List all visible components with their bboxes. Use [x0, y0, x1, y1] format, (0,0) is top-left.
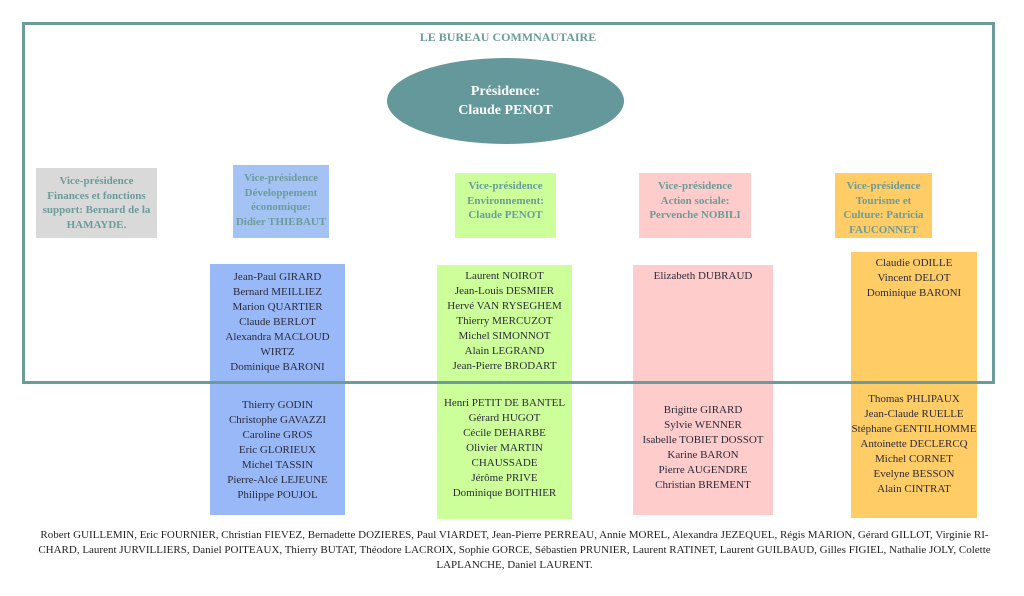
member-name: Alain CINTRAT — [877, 483, 951, 495]
member-name: Dominique BARONI — [866, 287, 962, 299]
member-name: Michel TASSIN — [241, 459, 314, 471]
member-name: Alain LEGRAND — [464, 345, 545, 357]
member-name: Brigitte GIRARD — [663, 404, 743, 416]
member-name: Thierry GODIN — [241, 399, 314, 411]
member-name: Michel CORNET — [875, 453, 953, 465]
member-name: Alexandra MACLOUD — [225, 331, 330, 343]
members-environnement-column: Laurent NOIROT Jean-Louis DESMIER Hervé VA… — [437, 265, 572, 519]
vp-text-line: FAUCONNET — [849, 223, 918, 236]
member-name: Claudie ODILLE — [875, 257, 953, 269]
vp-text-line: Didier THIEBAUT — [235, 215, 327, 228]
member-name: Jean-Louis DESMIER — [454, 285, 555, 297]
member-name: Christian BREMENT — [655, 479, 751, 491]
vp-text-line: Claude PENOT — [468, 209, 543, 221]
member-name: Jean-Pierre BRODART — [452, 360, 557, 372]
vp-text-line: HAMAYDE. — [66, 218, 127, 231]
member-name: Sylvie WENNER — [664, 419, 742, 431]
vp-text-line: Développement — [244, 186, 318, 199]
member-name: Marion QUARTIER — [232, 301, 323, 313]
member-name: Jean-Claude RUELLE — [864, 408, 964, 420]
member-name: Thomas PHLIPAUX — [868, 393, 960, 405]
member-name: Dominique BARONI — [230, 361, 325, 373]
vp-text-line: Pervenche NOBILI — [649, 209, 741, 221]
member-name: Isabelle TOBIET DOSSOT — [642, 434, 764, 446]
members-group-inside: Laurent NOIROT Jean-Louis DESMIER Hervé VA… — [437, 269, 572, 374]
member-name: Laurent NOIROT — [465, 270, 544, 282]
other-members-list: Robert GUILLEMIN, Eric FOURNIER, Christi… — [22, 528, 1007, 573]
presidence-node: Présidence: Claude PENOT — [387, 58, 624, 144]
member-name: Caroline GROS — [242, 429, 313, 441]
other-members-line: Robert GUILLEMIN, Eric FOURNIER, Christi… — [40, 529, 989, 541]
other-members-line: CHARD, Laurent JURVILLIERS, Daniel POITE… — [38, 544, 991, 556]
member-name: Evelyne BESSON — [873, 468, 955, 480]
member-name: Cécile DEHARBE — [463, 427, 546, 439]
member-name: Stéphane GENTILHOMME — [851, 423, 977, 435]
vp-text-line: Finances et fonctions — [47, 189, 146, 202]
member-name: Henri PETIT DE BANTEL — [443, 397, 566, 409]
member-name: Thierry MERCUZOT — [456, 315, 553, 327]
member-name: Hervé VAN RYSEGHEM — [447, 300, 562, 312]
vp-text-line: économique: — [251, 201, 311, 213]
vp-text-line: Vice-présidence — [468, 180, 543, 192]
vp-text-line: Vice-présidence — [243, 172, 319, 184]
presidence-name: Claude PENOT — [458, 103, 553, 118]
member-name: CHAUSSADE — [471, 457, 538, 469]
diagram-title: LE BUREAU COMMNAUTAIRE — [419, 30, 597, 44]
vp-text-line: Vice-présidence — [59, 175, 134, 187]
presidence-label: Présidence: — [470, 84, 541, 99]
members-group-outside: Henri PETIT DE BANTEL Gérard HUGOT Cécile … — [437, 396, 572, 501]
vp-text-line: Tourisme et — [855, 194, 912, 207]
other-members-line: LAPLANCHE, Daniel LAURENT. — [436, 559, 593, 571]
member-name: Elizabeth DUBRAUD — [653, 270, 753, 282]
member-name: Christophe GAVAZZI — [228, 414, 327, 426]
vp-text-line: Environnement: — [467, 194, 544, 207]
members-developpement-column: Jean-Paul GIRARD Bernard MEILLIEZ Marion Q… — [210, 264, 345, 515]
members-group-outside: Thierry GODIN Christophe GAVAZZI Caroline … — [210, 398, 345, 503]
member-name: Pierre-Alcé LEJEUNE — [227, 474, 328, 486]
member-name: Pierre AUGENDRE — [658, 464, 748, 476]
members-group-inside: Elizabeth DUBRAUD — [633, 269, 773, 284]
member-name: Vincent DELOT — [877, 272, 951, 284]
members-group-outside: Brigitte GIRARD Sylvie WENNER Isabelle TOB… — [633, 403, 773, 493]
member-name: Antoinette DECLERCQ — [860, 438, 968, 450]
member-name: Eric GLORIEUX — [238, 444, 317, 456]
members-tourisme-culture-column: Claudie ODILLE Vincent DELOT Dominique BAR… — [851, 252, 977, 518]
members-action-sociale-column: Elizabeth DUBRAUD Brigitte GIRARD Sylvie … — [633, 265, 773, 515]
member-name: Philippe POUJOL — [237, 489, 318, 501]
member-name: Karine BARON — [667, 449, 739, 461]
vp-text-line: Vice-présidence — [657, 180, 733, 192]
vp-text-line: Action sociale: — [660, 194, 730, 207]
member-name: Bernard MEILLIEZ — [233, 286, 322, 298]
vp-text-line: Culture: Patricia — [843, 209, 924, 221]
vp-text-line: support: Bernard de la — [42, 204, 151, 216]
vp-text-line: Vice-présidence — [846, 180, 921, 192]
member-name: Gérard HUGOT — [468, 412, 541, 424]
member-name: Claude BERLOT — [239, 316, 316, 328]
member-name: Olivier MARTIN — [466, 442, 543, 454]
member-name: Michel SIMONNOT — [458, 330, 551, 342]
member-name: Jérôme PRIVE — [471, 472, 538, 484]
members-group-inside: Claudie ODILLE Vincent DELOT Dominique BAR… — [851, 256, 977, 301]
member-name: Jean-Paul GIRARD — [233, 271, 322, 283]
members-group-outside: Thomas PHLIPAUX Jean-Claude RUELLE Stéphan… — [851, 392, 977, 497]
member-name: Dominique BOITHIER — [452, 487, 557, 499]
member-name: WIRTZ — [260, 346, 295, 358]
members-group-inside: Jean-Paul GIRARD Bernard MEILLIEZ Marion Q… — [210, 270, 345, 375]
